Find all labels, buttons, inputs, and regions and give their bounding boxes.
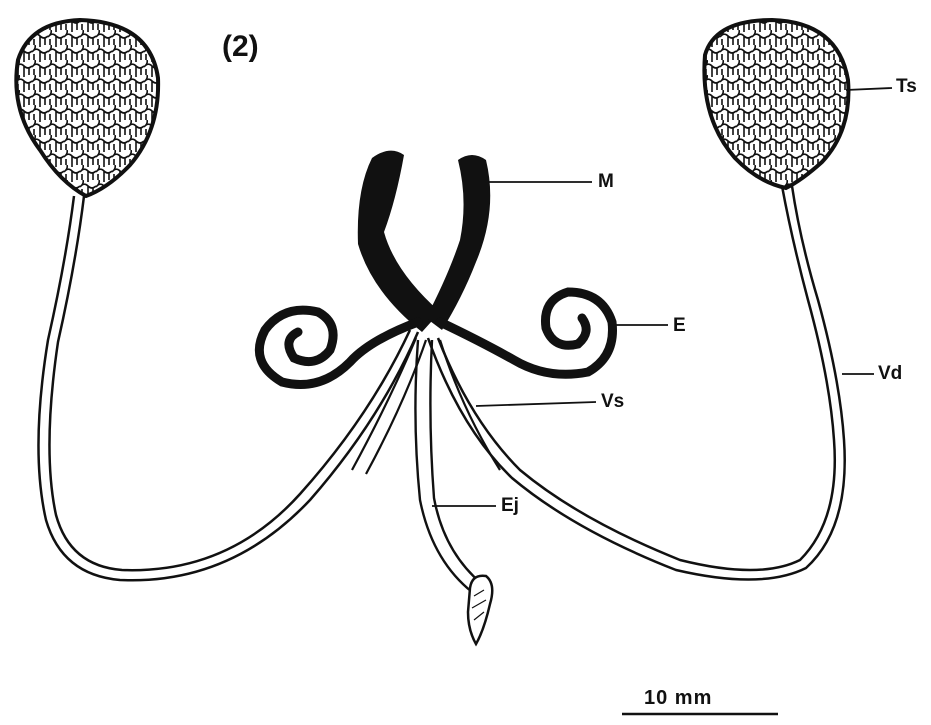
right-vas-deferens xyxy=(428,186,845,580)
label-mushroom-gland: M xyxy=(598,172,614,191)
scale-bar-label: 10 mm xyxy=(644,688,712,708)
right-epididymis xyxy=(440,292,613,374)
left-epididymis xyxy=(259,310,418,384)
label-ejaculatory-duct: Ej xyxy=(501,496,519,515)
label-testis: Ts xyxy=(896,77,917,96)
label-epididymis: E xyxy=(673,316,686,335)
label-seminal-vesicle: Vs xyxy=(601,392,624,411)
right-testis xyxy=(704,20,848,188)
figure-number: (2) xyxy=(222,32,259,62)
left-vas-deferens xyxy=(38,196,418,580)
mushroom-gland-left xyxy=(358,151,440,332)
left-testis xyxy=(16,20,158,196)
ejaculatory-duct xyxy=(415,340,482,592)
ejaculatory-duct-tip xyxy=(468,576,492,644)
mushroom-gland-right xyxy=(426,155,490,330)
label-vas-deferens: Vd xyxy=(878,364,902,383)
